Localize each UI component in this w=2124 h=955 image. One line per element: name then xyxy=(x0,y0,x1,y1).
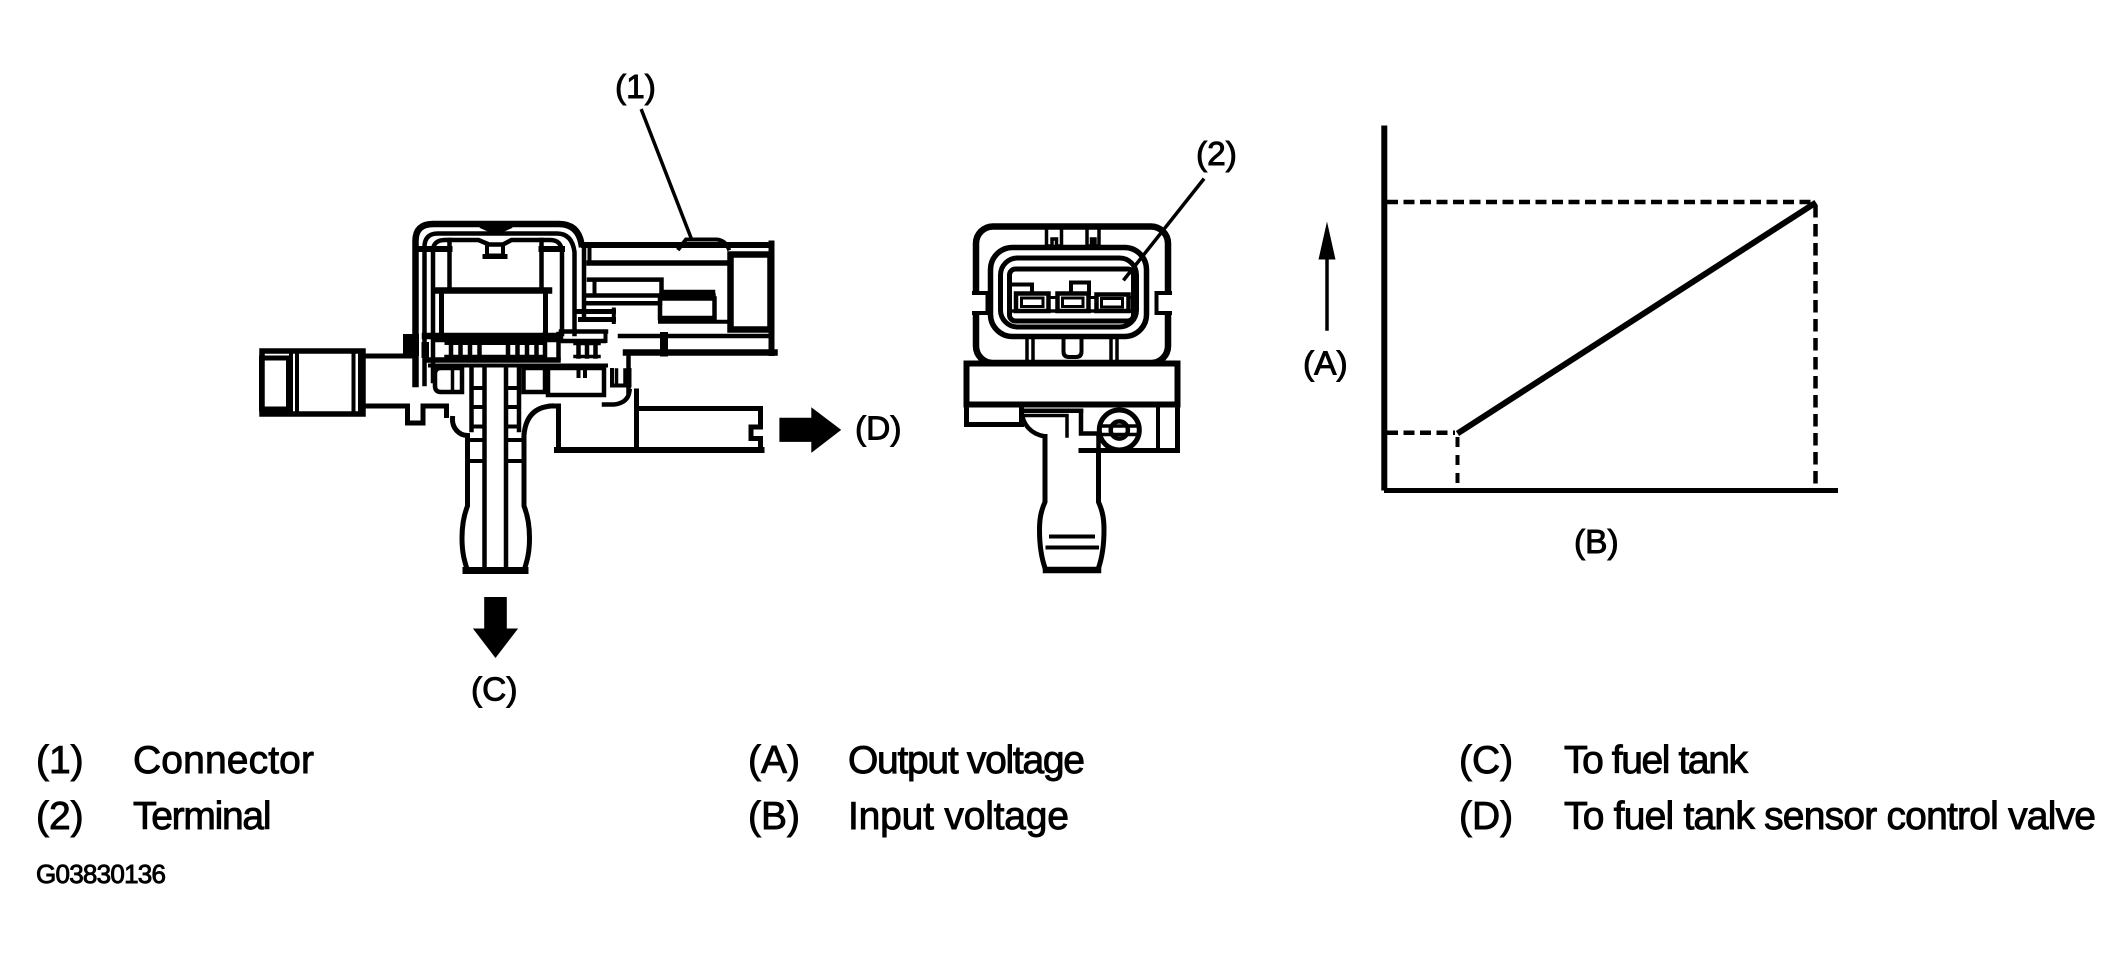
svg-text:Terminal: Terminal xyxy=(133,795,272,838)
svg-text:(C): (C) xyxy=(1459,739,1513,782)
svg-text:(2): (2) xyxy=(1196,136,1237,173)
svg-text:To fuel tank sensor control va: To fuel tank sensor control valve xyxy=(1564,795,2096,838)
svg-text:(D): (D) xyxy=(1459,795,1513,838)
svg-text:(A): (A) xyxy=(748,739,800,782)
svg-text:(B): (B) xyxy=(748,795,800,838)
svg-text:Connector: Connector xyxy=(133,739,314,782)
svg-text:G03830136: G03830136 xyxy=(36,859,166,889)
svg-text:(A): (A) xyxy=(1303,346,1348,383)
svg-text:(C): (C) xyxy=(471,672,518,709)
svg-text:Input voltage: Input voltage xyxy=(848,795,1069,838)
svg-text:(B): (B) xyxy=(1574,524,1619,561)
svg-text:(1): (1) xyxy=(615,69,656,106)
svg-text:Output voltage: Output voltage xyxy=(848,739,1085,782)
svg-text:To fuel tank: To fuel tank xyxy=(1564,739,1749,782)
svg-text:(1): (1) xyxy=(36,739,84,782)
svg-text:(D): (D) xyxy=(855,411,902,448)
svg-text:(2): (2) xyxy=(36,795,84,838)
